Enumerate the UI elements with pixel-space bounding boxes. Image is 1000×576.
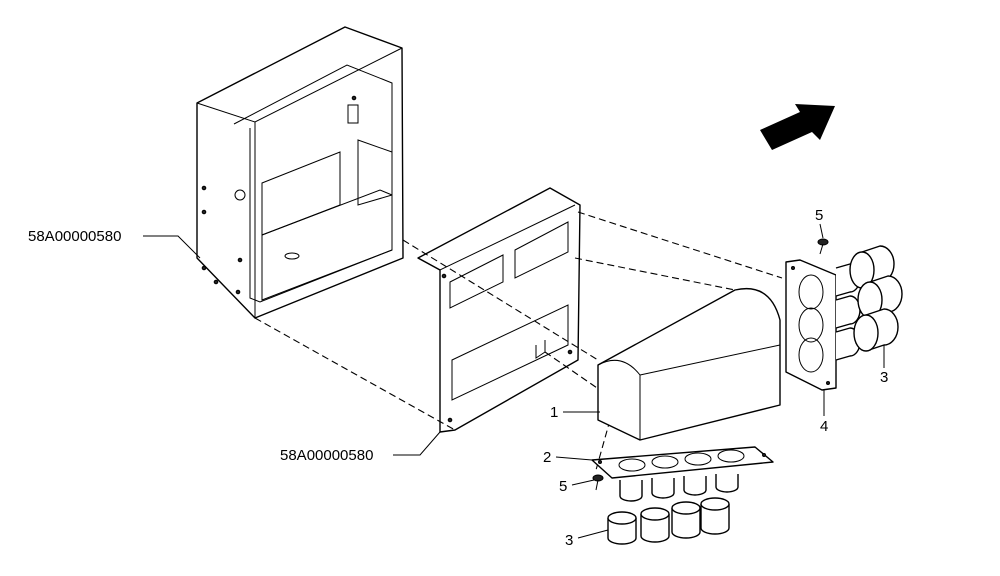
- side-flange-part-4: [785, 259, 837, 391]
- direction-arrow-icon: [760, 104, 835, 150]
- bushings-lower: [619, 474, 739, 502]
- callout-item-3-right: 3: [880, 369, 888, 386]
- callout-item-5-top: 5: [815, 207, 823, 224]
- screw-part-5-lower: [592, 474, 604, 491]
- callout-part-number-lower: 58A00000580: [280, 447, 373, 464]
- housing-holes: [201, 95, 357, 295]
- callout-item-5-bottom: 5: [559, 478, 567, 495]
- mounting-plate: [417, 187, 581, 433]
- screw-part-5-upper: [817, 238, 829, 255]
- rear-housing: [196, 26, 404, 319]
- callout-item-2: 2: [543, 449, 551, 466]
- sleeves-part-3-bottom: [607, 497, 730, 545]
- flange-plate-part-2: [591, 446, 774, 479]
- callout-item-3-bottom: 3: [565, 532, 573, 549]
- leader-lines: [143, 223, 885, 539]
- alignment-lines: [254, 211, 783, 471]
- callout-part-number-upper: 58A00000580: [28, 228, 121, 245]
- callout-item-4: 4: [820, 418, 828, 435]
- callout-item-1: 1: [550, 404, 558, 421]
- cover-part-1: [597, 288, 781, 441]
- sleeves-part-3-right: [849, 245, 903, 352]
